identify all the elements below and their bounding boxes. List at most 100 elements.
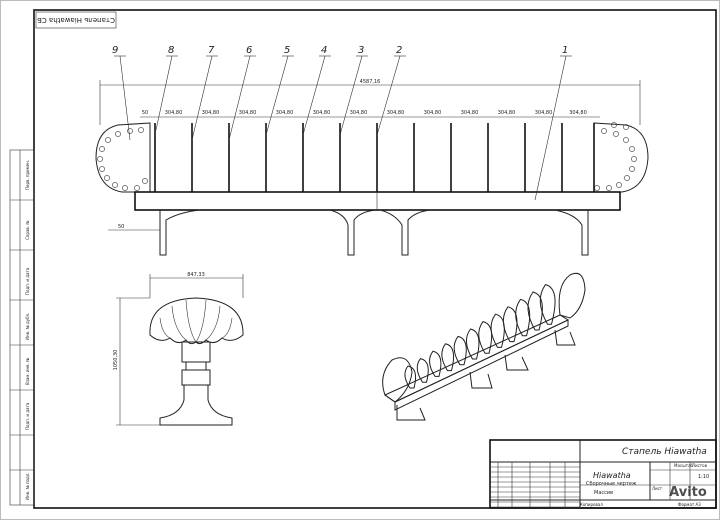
lightening-hole — [99, 146, 105, 152]
callout-8: 8 — [168, 45, 174, 56]
spacing-dimension: 304,80 — [239, 110, 257, 116]
strip-label-2: Справ. № — [25, 221, 30, 240]
right-end-holes — [594, 122, 637, 191]
title-block-copied: Копировал — [580, 502, 603, 507]
overall-dimension: 4587,16 — [360, 79, 381, 85]
spacing-dimension: 304,80 — [424, 110, 442, 116]
first-gap-dimension: 50 — [142, 110, 148, 116]
strip-label-7: Инв. № подл. — [25, 472, 30, 500]
title-block-format: Формат А3 — [678, 502, 701, 507]
side-frame-ribs — [159, 299, 233, 343]
lightening-hole — [606, 185, 612, 191]
iso-stern-end — [382, 357, 413, 403]
lightening-hole — [624, 175, 630, 181]
spacing-dimension: 304,80 — [313, 110, 331, 116]
title-block-scale-label: Масштаб — [674, 463, 694, 468]
avito-watermark: Avito — [669, 485, 707, 500]
iso-frame — [527, 291, 543, 331]
lightening-hole — [142, 178, 148, 184]
spacing-dimension: 304,80 — [498, 110, 516, 116]
iso-frame — [441, 343, 455, 372]
base-offset-dimension: 50 — [118, 224, 124, 230]
spacing-dimension: 304,80 — [276, 110, 294, 116]
spacing-dimension: 304,80 — [350, 110, 368, 116]
iso-frame — [490, 313, 505, 348]
iso-frame — [416, 358, 429, 383]
callout-6: 6 — [246, 45, 252, 56]
part-callouts: 9 8 7 6 5 4 3 2 1 — [112, 45, 572, 201]
callout-5: 5 — [284, 45, 290, 56]
iso-frame — [466, 328, 480, 360]
lightening-hole — [613, 131, 619, 137]
iso-frame — [429, 350, 442, 377]
isometric-view — [382, 272, 586, 421]
title-block-subtitle: Сборочные чертеж — [586, 481, 637, 487]
stand-legs — [159, 209, 589, 256]
strongback-beam — [134, 191, 621, 211]
left-end-holes — [97, 127, 148, 191]
lightening-hole — [631, 156, 637, 162]
callout-4: 4 — [321, 45, 327, 56]
spacing-dimension: 304,80 — [535, 110, 553, 116]
title-block-material: Массив — [594, 490, 613, 496]
callout-7: 7 — [208, 45, 215, 56]
title-block-sheet-label: Лист — [652, 486, 663, 491]
right-end-board — [593, 122, 649, 193]
lightening-hole — [611, 122, 617, 128]
left-binding-strip: Перв. примен. Справ. № Подп. и дата Инв.… — [9, 149, 35, 506]
iso-station-frames — [404, 284, 556, 389]
strip-label-3: Подп. и дата — [25, 267, 30, 295]
iso-frame — [515, 298, 531, 337]
corner-stamp: Стапель Hiawatha СБ — [37, 16, 115, 24]
lightening-hole — [623, 137, 629, 143]
title-block-name: Hiawatha — [593, 471, 631, 480]
spacing-dimension: 304,80 — [165, 110, 183, 116]
spacing-dimension: 304,80 — [569, 110, 587, 116]
lightening-hole — [623, 124, 629, 130]
spacing-dimensions: 304,80 304,80 304,80 304,80 304,80 304,80 304,… — [165, 110, 587, 116]
lightening-hole — [134, 185, 140, 191]
callout-3: 3 — [358, 45, 364, 56]
iso-frame — [502, 306, 518, 343]
title-block-scale: 1:10 — [698, 474, 709, 480]
lightening-hole — [629, 146, 635, 152]
iso-bow-end — [558, 272, 586, 319]
strip-label-6: Подп. и дата — [25, 402, 30, 430]
lightening-hole — [127, 128, 133, 134]
lightening-hole — [104, 175, 110, 181]
corner-stamp-box — [35, 11, 117, 29]
callout-2: 2 — [396, 45, 402, 56]
spacing-dimension: 304,80 — [202, 110, 220, 116]
callout-1: 1 — [562, 45, 568, 56]
title-block: Стапель Hiawatha Hiawatha Сборочные черт… — [489, 439, 717, 509]
strip-label-5: Взам. инв. № — [25, 358, 30, 385]
spacing-dimension: 304,80 — [461, 110, 479, 116]
lightening-hole — [629, 166, 635, 172]
side-height-dimension: 1050,30 — [113, 350, 119, 371]
spacing-dimension: 304,80 — [387, 110, 405, 116]
callout-9: 9 — [112, 45, 118, 56]
side-foot — [159, 384, 233, 426]
title-block-sheets-label: Листов — [692, 463, 708, 468]
iso-frame — [404, 365, 416, 389]
iso-legs — [396, 329, 576, 421]
lightening-hole — [97, 156, 103, 162]
lightening-hole — [601, 128, 607, 134]
iso-frame — [478, 321, 493, 354]
side-view: 847,33 1050,30 — [113, 272, 244, 426]
lightening-hole — [138, 127, 144, 133]
iso-beam-side — [394, 319, 569, 411]
station-frames — [154, 123, 595, 192]
lightening-hole — [115, 131, 121, 137]
lightening-hole — [99, 166, 105, 172]
title-block-title: Стапель Hiawatha — [622, 447, 707, 457]
lightening-hole — [616, 182, 622, 188]
lightening-hole — [122, 185, 128, 191]
iso-frame — [539, 284, 556, 325]
iso-frame — [453, 335, 467, 366]
lightening-hole — [112, 182, 118, 188]
